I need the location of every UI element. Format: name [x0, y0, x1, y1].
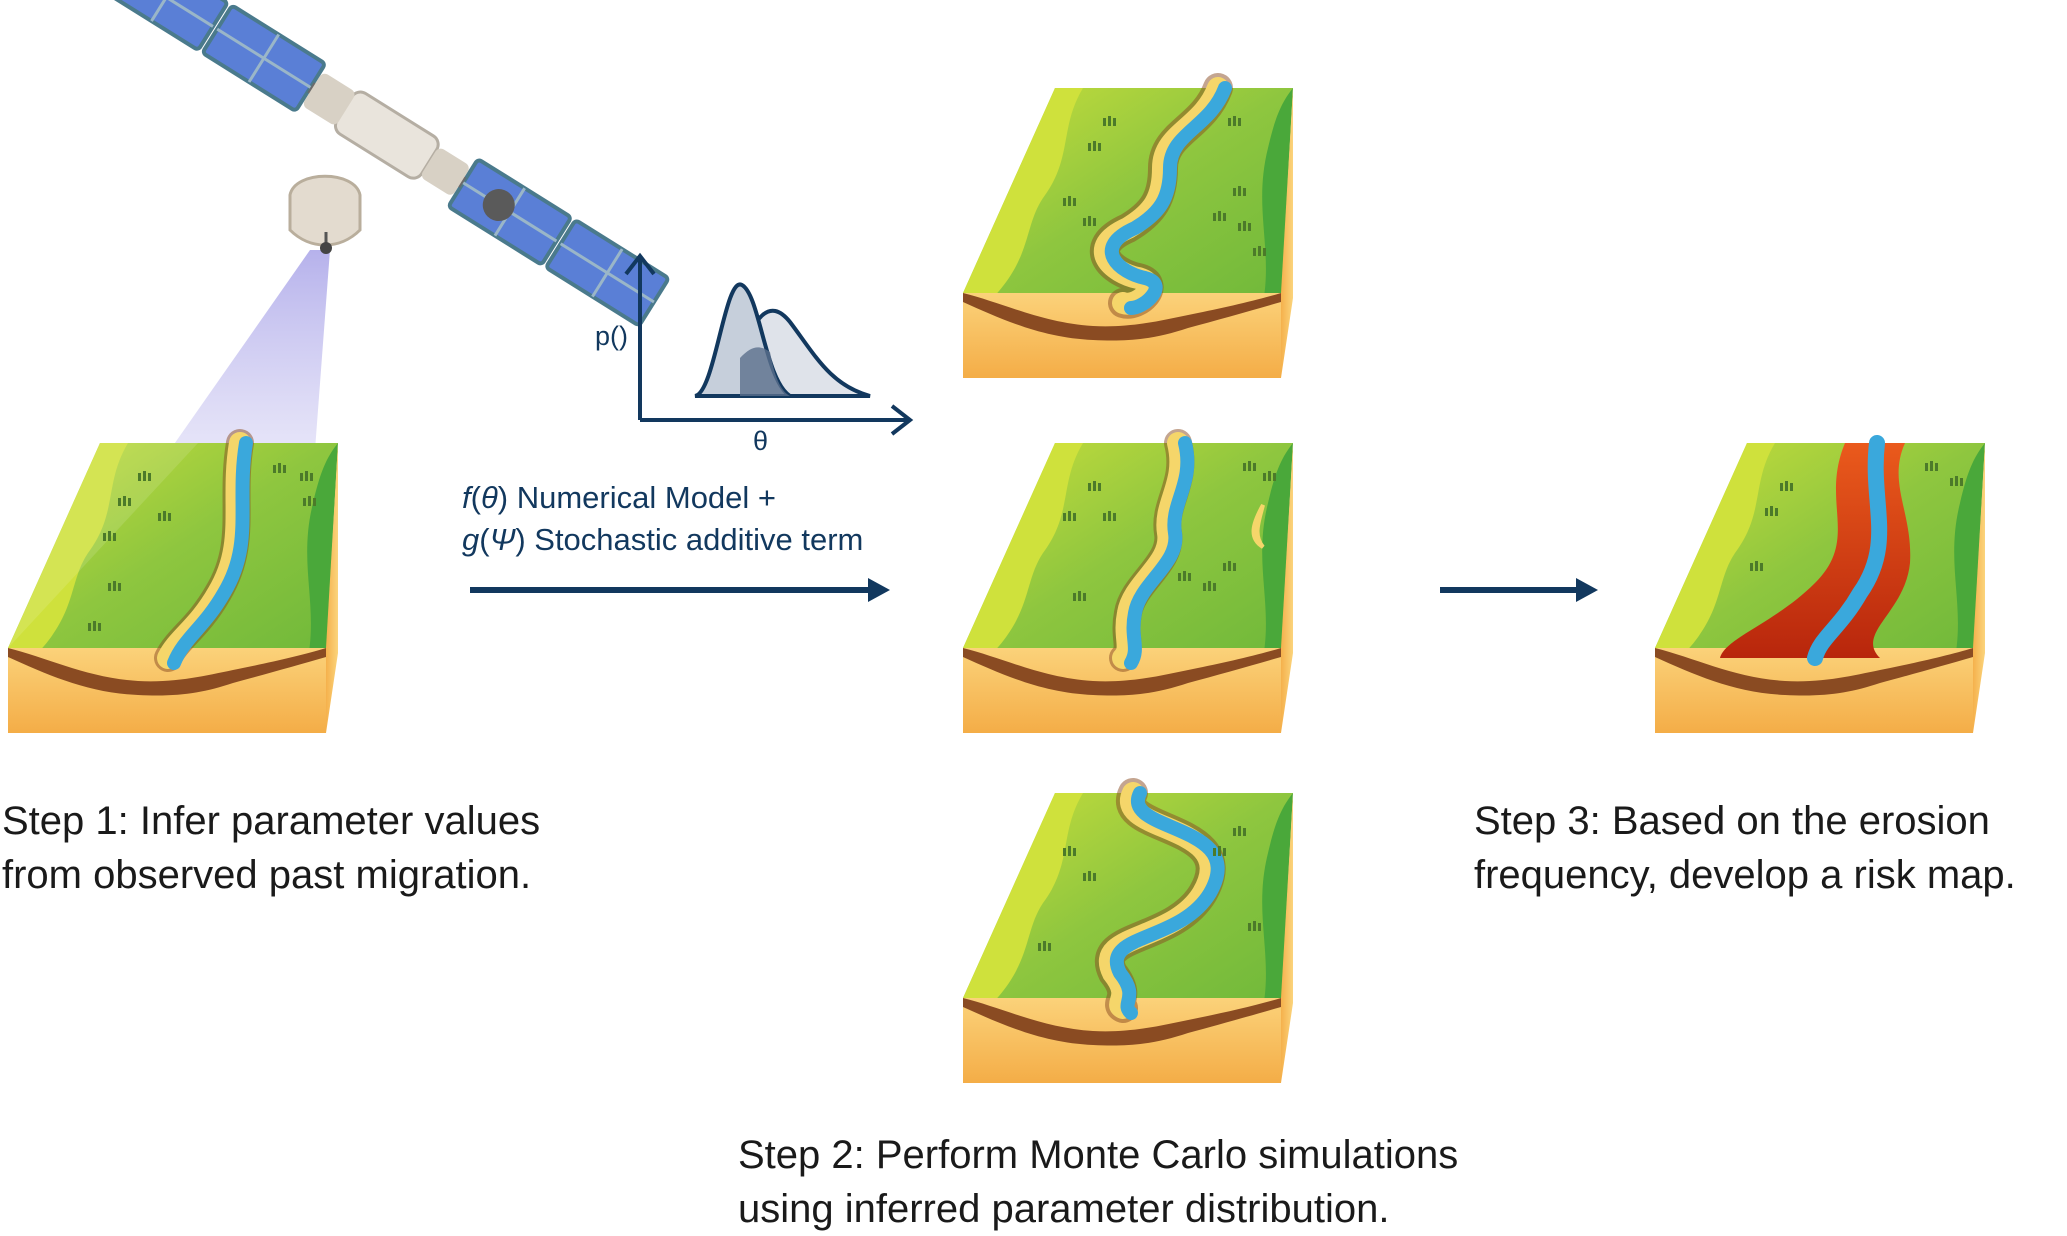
terrain-block-simulation-2 [963, 429, 1293, 733]
terrain-block-risk-map [1655, 435, 1985, 733]
terrain-block-simulation-3 [963, 778, 1293, 1083]
step2-caption: Step 2: Perform Monte Carlo simulations … [738, 1133, 1459, 1231]
sensor-beam [170, 250, 330, 450]
satellite-icon [104, 0, 670, 450]
distribution-plot: p() θ [595, 252, 914, 456]
step3-caption: Step 3: Based on the erosion frequency, … [1474, 799, 2016, 897]
terrain-block-observed [8, 429, 338, 733]
x-axis-label: θ [753, 426, 768, 456]
y-axis-label: p() [595, 321, 628, 351]
step1-caption: Step 1: Infer parameter values from obse… [2, 799, 541, 897]
numerical-model-label: f(θ) Numerical Model + [462, 480, 776, 515]
stochastic-term-label: g(Ψ) Stochastic additive term [462, 522, 863, 557]
erosion-risk-zone [1720, 443, 1911, 658]
terrain-block-simulation-1 [963, 73, 1293, 378]
arrow-step1-to-step2 [470, 578, 890, 602]
arrow-step2-to-step3 [1440, 578, 1598, 602]
